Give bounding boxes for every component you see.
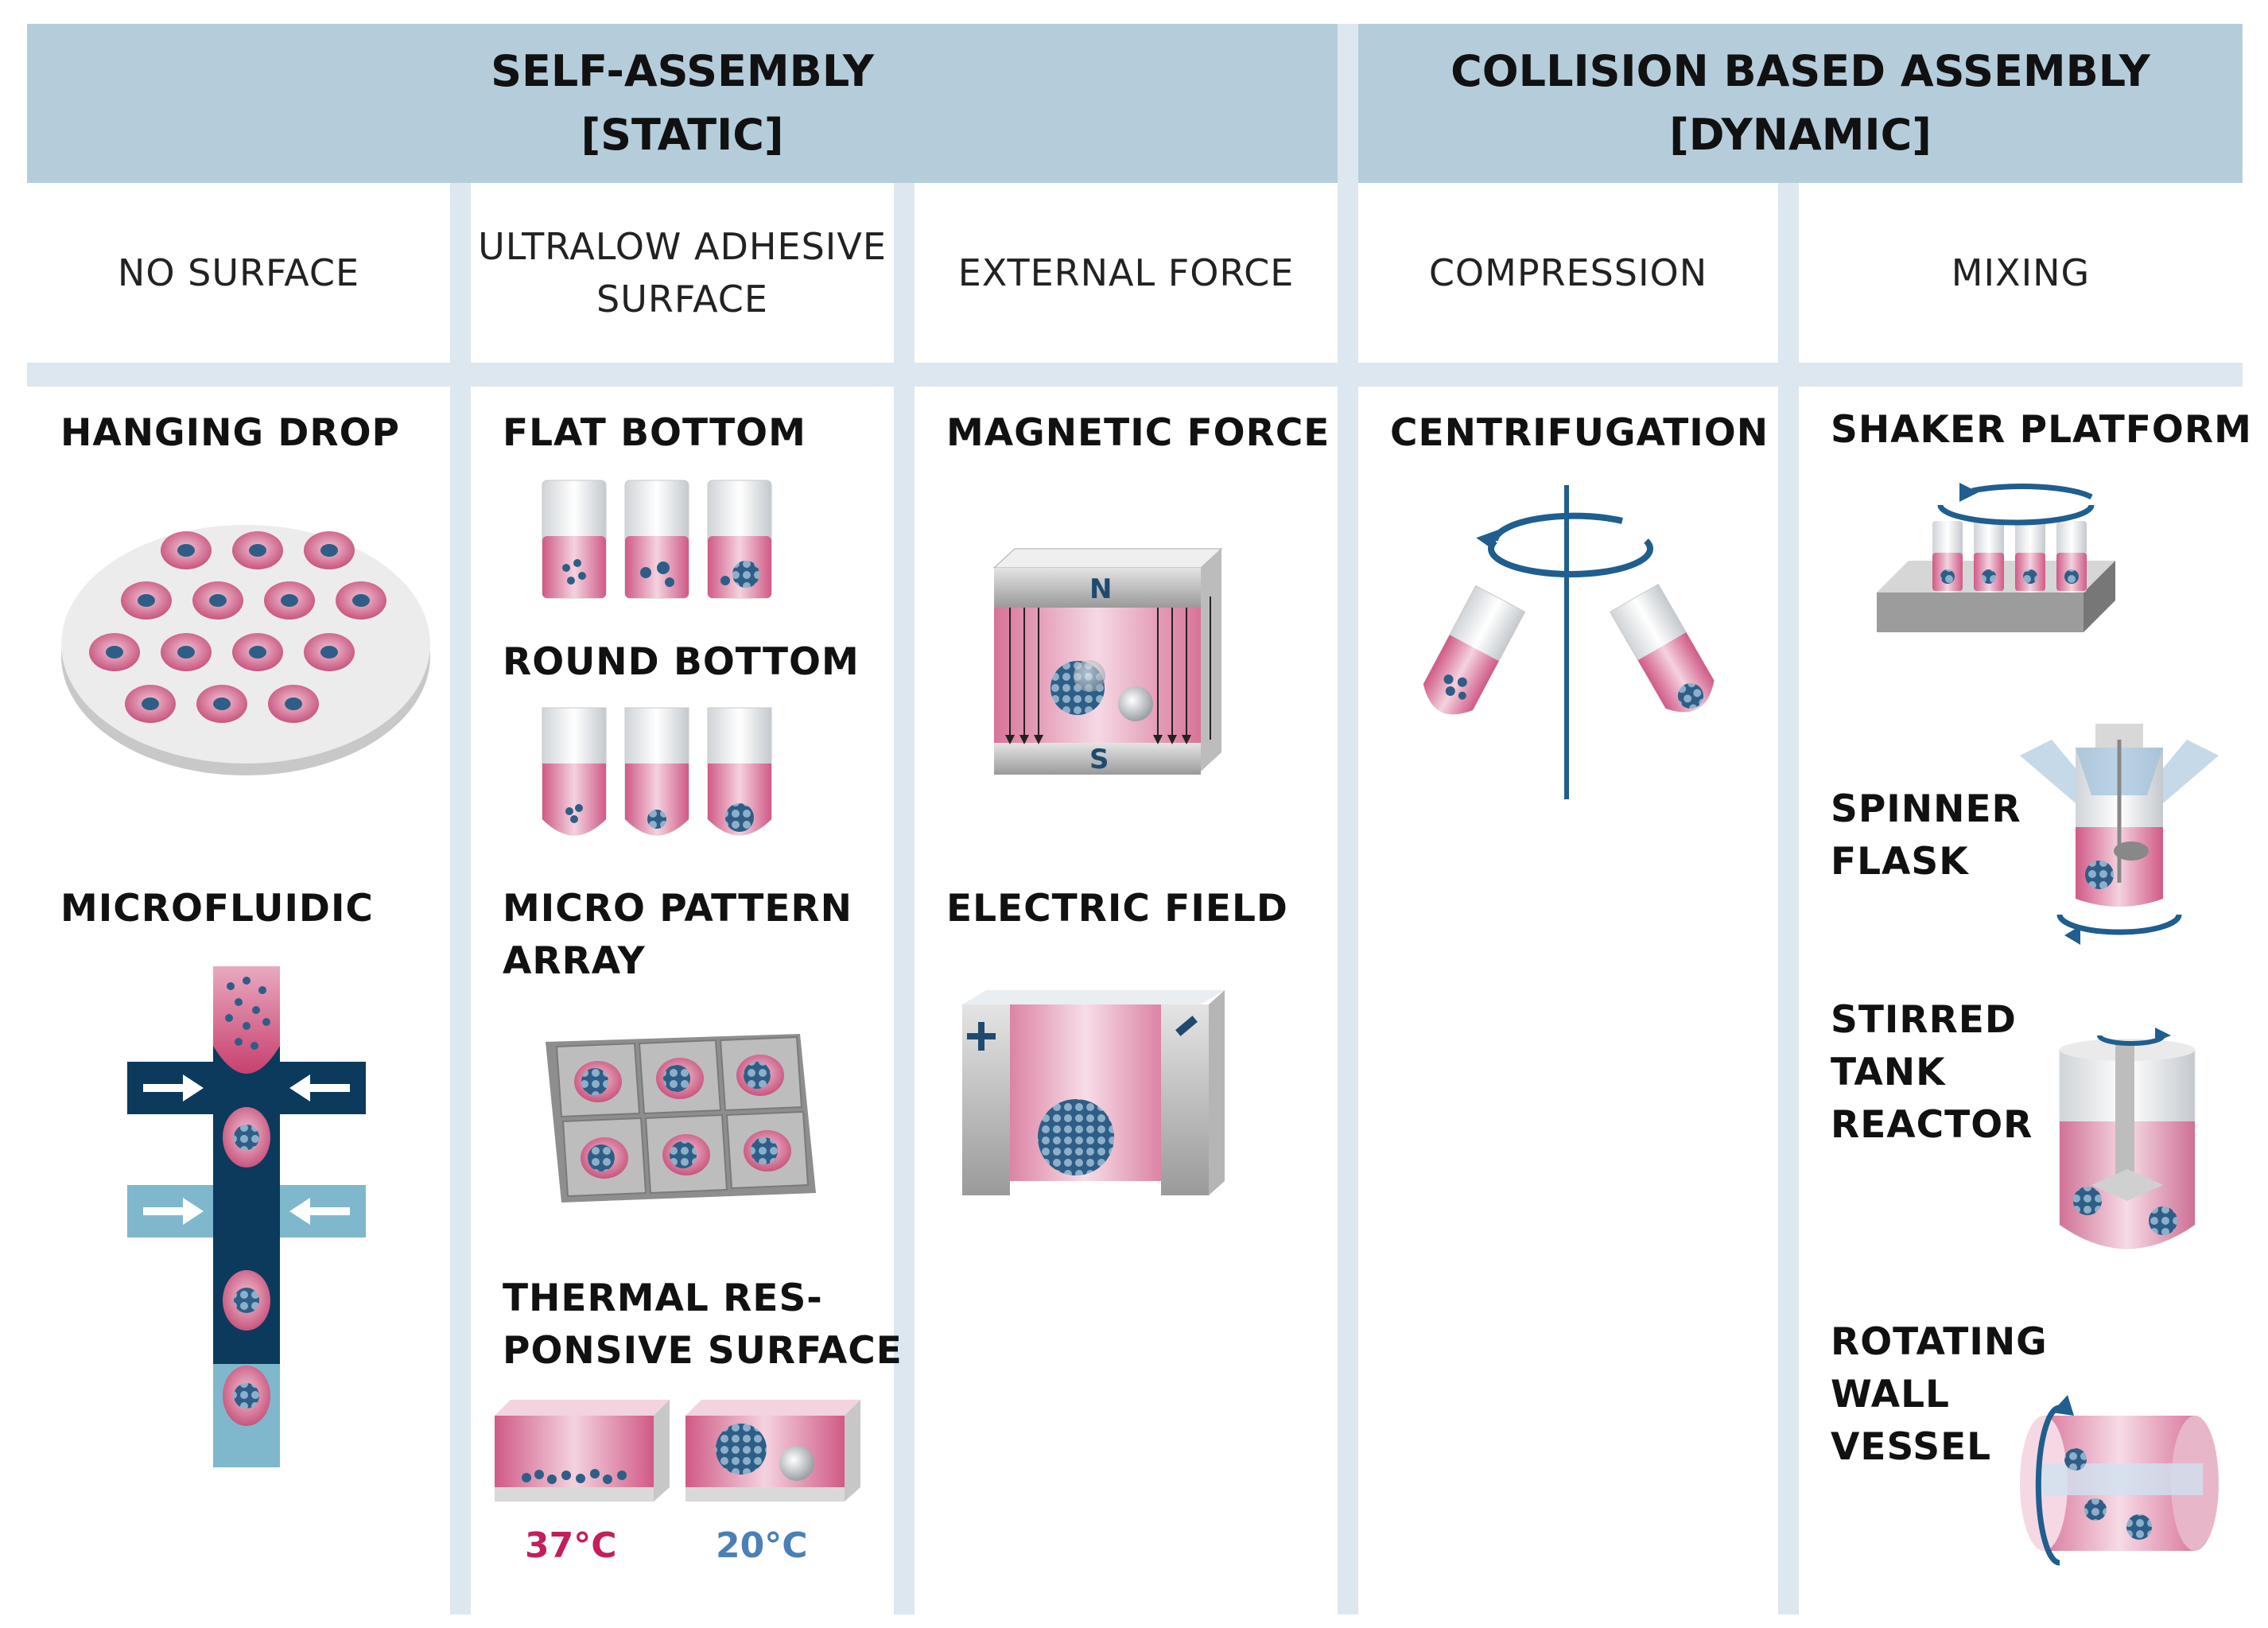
thermal-responsive-illustration — [495, 1400, 860, 1502]
rotating-wall-vessel-illustration — [2020, 1395, 2219, 1566]
label-shaker-platform: SHAKER PLATFORM — [1831, 404, 2252, 457]
label-flat-bottom: FLAT BOTTOM — [503, 407, 806, 460]
hanging-drop-plate-illustration — [61, 525, 430, 775]
label-text: PONSIVE SURFACE — [503, 1329, 903, 1373]
label-micro-pattern-array: MICRO PATTERN ARRAY — [503, 883, 852, 988]
subheader-compression: COMPRESSION — [1358, 183, 1778, 363]
label-centrifugation: CENTRIFUGATION — [1390, 407, 1769, 460]
temperature-20: 20°C — [716, 1525, 808, 1566]
shaker-platform-illustration — [1877, 483, 2115, 632]
subheader-text: ULTRALOW ADHESIVE — [478, 225, 887, 268]
magnet-north-label: N — [1089, 573, 1112, 605]
label-text: MICROFLUIDIC — [60, 887, 374, 931]
label-text: CENTRIFUGATION — [1390, 411, 1769, 455]
label-hanging-drop: HANGING DROP — [60, 407, 400, 460]
label-text: MAGNETIC FORCE — [946, 411, 1330, 455]
label-text: FLASK — [1831, 840, 1969, 884]
micro-pattern-array-illustration — [546, 1034, 816, 1203]
label-round-bottom: ROUND BOTTOM — [503, 636, 860, 689]
label-text: ROTATING — [1831, 1320, 2048, 1364]
subheader-text: MIXING — [1951, 251, 2091, 294]
spinner-flask-illustration — [2020, 724, 2219, 945]
label-spinner-flask: SPINNER FLASK — [1831, 783, 2021, 888]
label-text: WALL — [1831, 1373, 1951, 1416]
column-divider-1 — [450, 183, 471, 1614]
label-stirred-tank-reactor: STIRRED TANK REACTOR — [1831, 994, 2033, 1152]
subheader-text: COMPRESSION — [1428, 251, 1708, 294]
flat-bottom-wells-illustration — [542, 480, 772, 599]
round-bottom-wells-illustration — [542, 707, 772, 836]
label-rotating-wall-vessel: ROTATING WALL VESSEL — [1831, 1316, 2048, 1474]
label-text: SPINNER — [1831, 787, 2021, 831]
label-text: ELECTRIC FIELD — [946, 887, 1288, 931]
subheader-text: EXTERNAL FORCE — [957, 251, 1295, 294]
label-text: HANGING DROP — [60, 411, 400, 455]
label-text: VESSEL — [1831, 1425, 1992, 1469]
stirred-tank-reactor-illustration — [2059, 1028, 2196, 1249]
label-thermal-responsive: THERMAL RES- PONSIVE SURFACE — [503, 1272, 903, 1377]
label-text: STIRRED — [1831, 998, 2017, 1042]
label-text: FLAT BOTTOM — [503, 411, 806, 455]
label-text: THERMAL RES- — [503, 1276, 823, 1320]
label-electric-field: ELECTRIC FIELD — [946, 883, 1288, 935]
collision-title: COLLISION BASED ASSEMBLY — [1451, 46, 2150, 96]
magnet-south-label: S — [1089, 744, 1109, 775]
column-divider-4 — [1778, 183, 1799, 1614]
self-assembly-header: SELF-ASSEMBLY [STATIC] — [27, 24, 1338, 183]
subheader-no-surface: NO SURFACE — [27, 183, 450, 363]
label-magnetic-force: MAGNETIC FORCE — [946, 407, 1330, 460]
column-divider-3 — [1338, 24, 1358, 1614]
subheader-external-force: EXTERNAL FORCE — [915, 183, 1338, 363]
subheader-text: NO SURFACE — [117, 251, 360, 294]
temperature-37: 37°C — [525, 1525, 617, 1566]
label-text: ARRAY — [503, 939, 646, 983]
row-divider — [27, 363, 2243, 387]
magnetic-force-illustration: N S — [992, 548, 1223, 775]
centrifugation-illustration — [1423, 485, 1715, 799]
subheader-text: SURFACE — [596, 278, 768, 321]
electric-field-illustration — [962, 990, 1225, 1195]
label-text: ROUND BOTTOM — [503, 640, 860, 684]
self-assembly-subtitle: [STATIC] — [581, 110, 784, 160]
label-text: SHAKER PLATFORM — [1831, 408, 2252, 452]
label-microfluidic: MICROFLUIDIC — [60, 883, 374, 935]
column-divider-2 — [894, 183, 915, 1614]
label-text: MICRO PATTERN — [503, 887, 852, 931]
subheader-mixing: MIXING — [1799, 183, 2243, 363]
label-text: TANK — [1831, 1051, 1946, 1094]
collision-subtitle: [DYNAMIC] — [1669, 110, 1932, 160]
self-assembly-title: SELF-ASSEMBLY — [491, 46, 874, 96]
microfluidic-illustration — [127, 966, 366, 1467]
label-text: REACTOR — [1831, 1103, 2033, 1147]
subheader-ultralow-adhesive: ULTRALOW ADHESIVE SURFACE — [471, 183, 894, 363]
collision-header: COLLISION BASED ASSEMBLY [DYNAMIC] — [1358, 24, 2243, 183]
